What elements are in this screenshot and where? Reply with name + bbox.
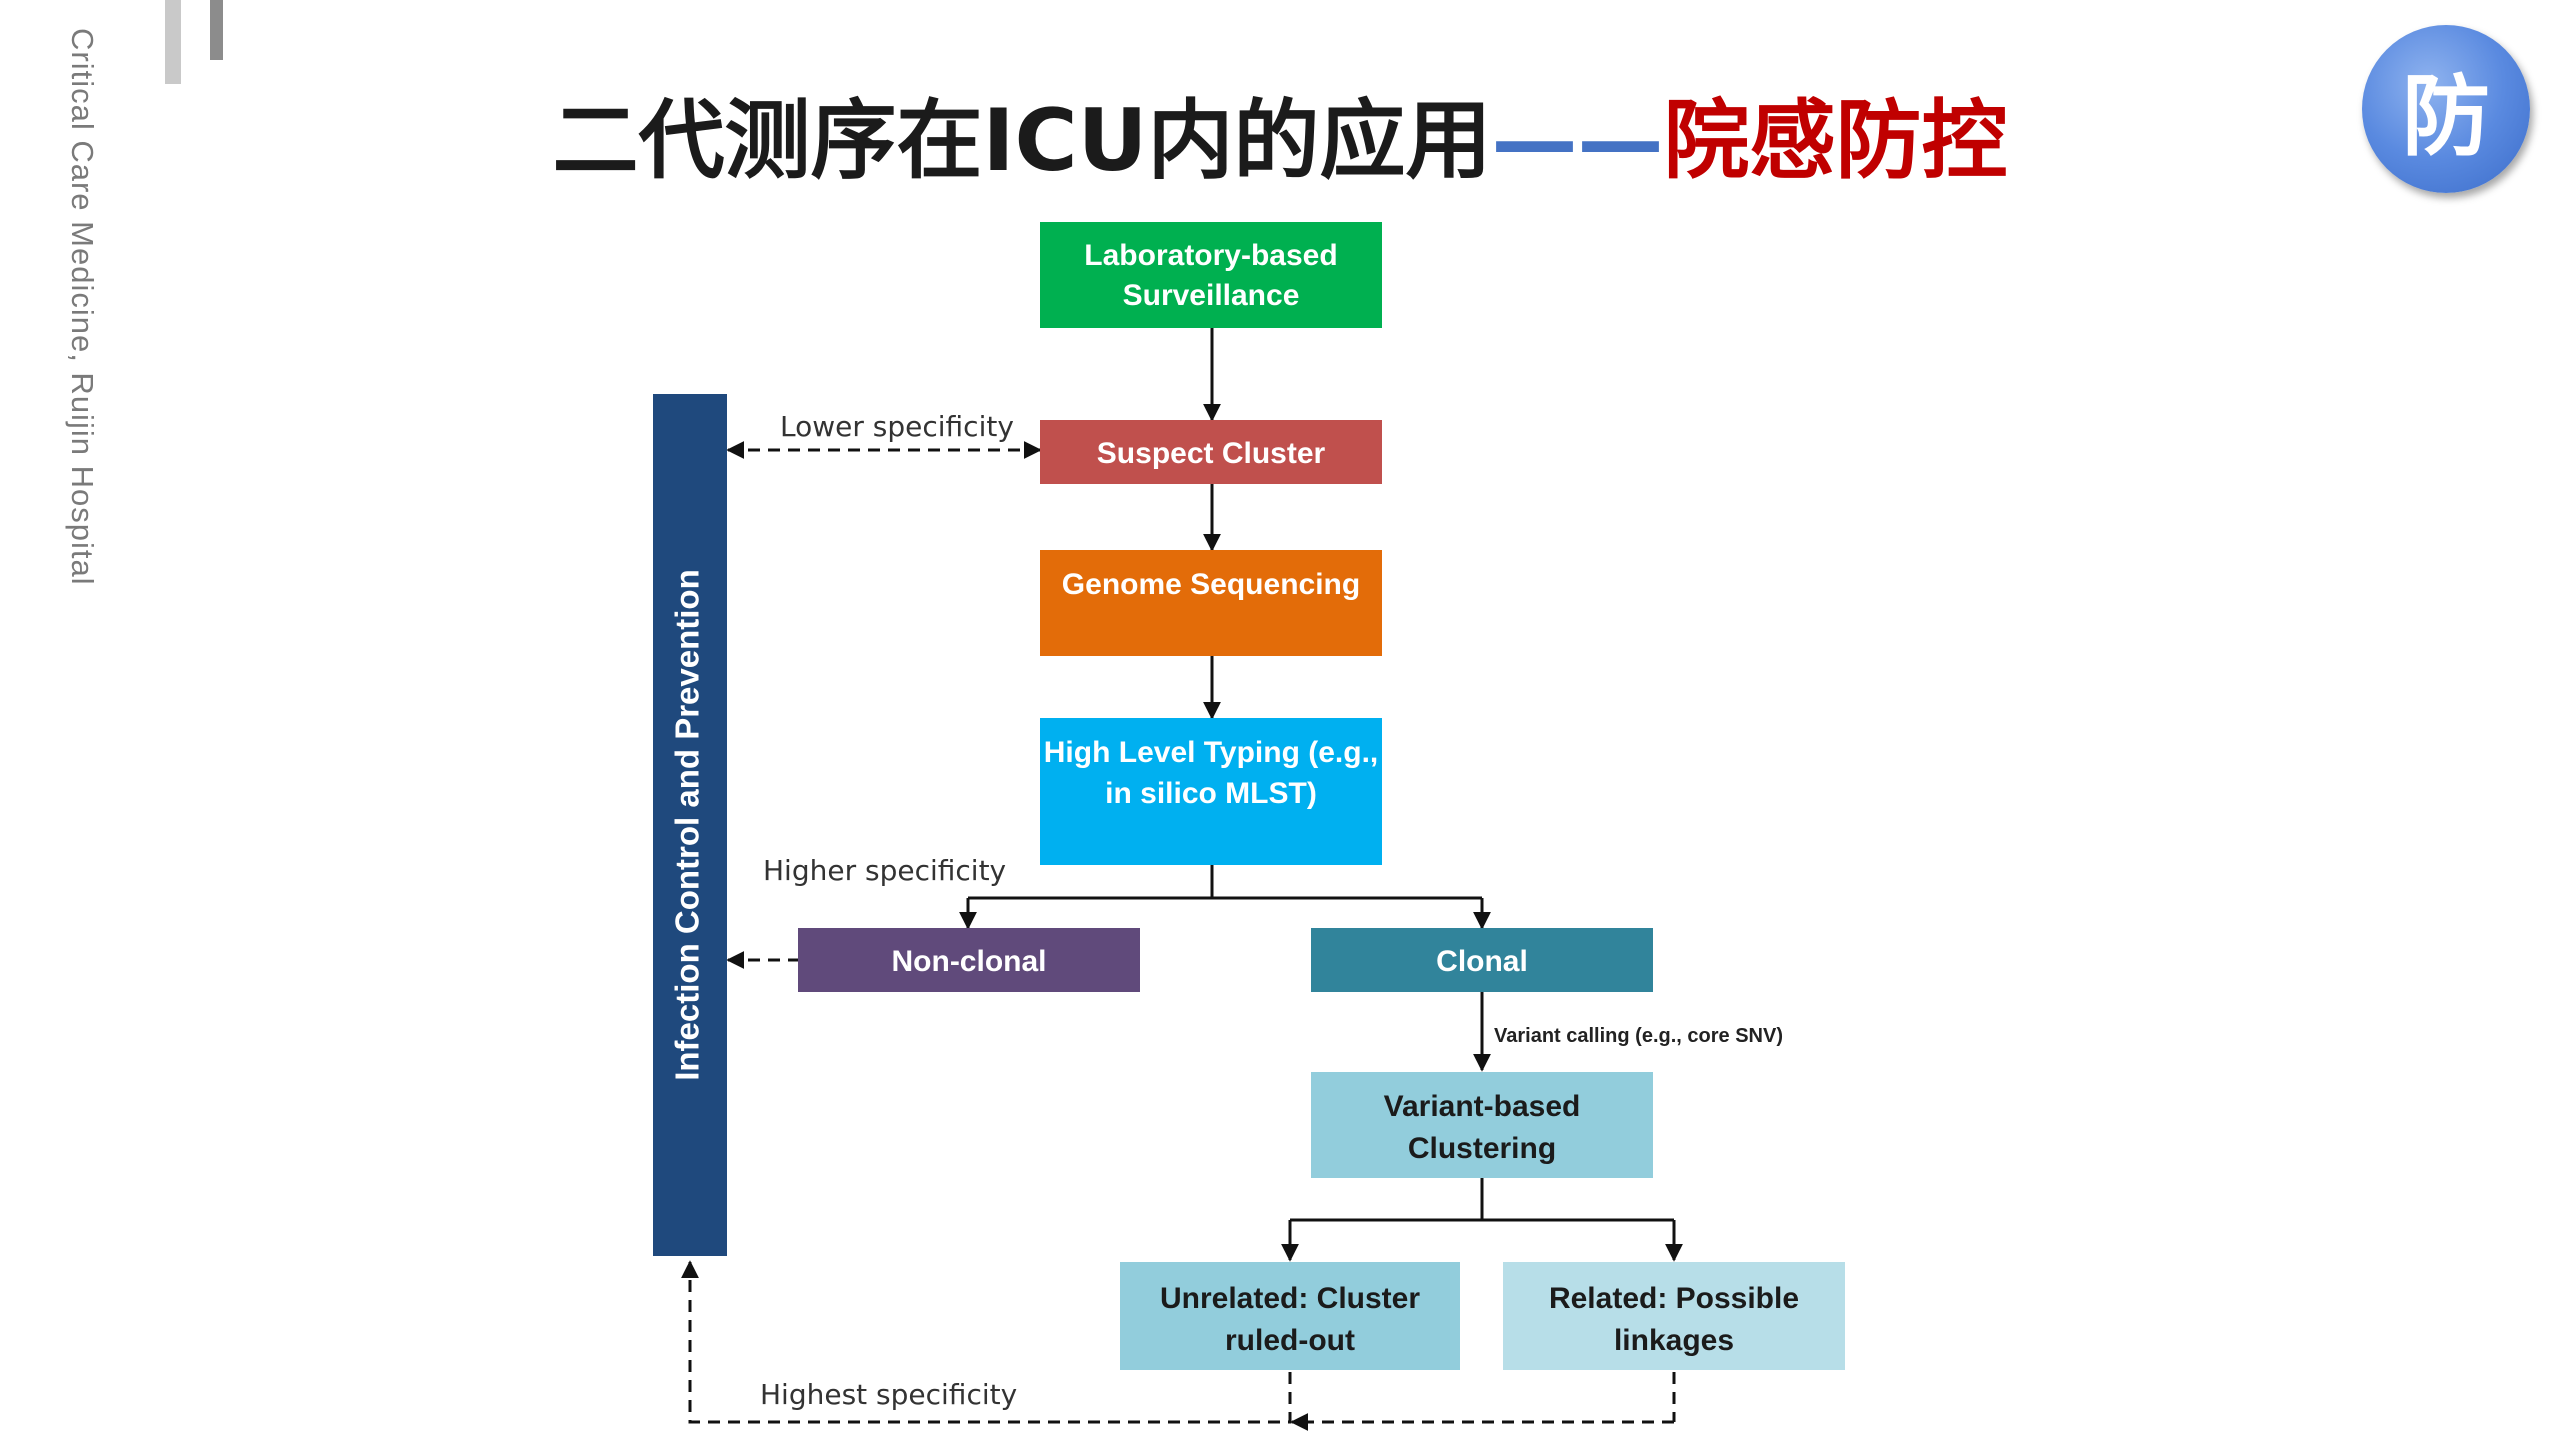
nonclonal-label: Non-clonal bbox=[892, 945, 1047, 978]
title-accent: 院感防控 bbox=[1663, 91, 2008, 191]
icp-rect bbox=[653, 394, 727, 1256]
related-line-2: linkages bbox=[1614, 1324, 1734, 1357]
box-variant-clustering: Variant-based Clustering bbox=[1311, 1072, 1653, 1178]
box-high-level-typing: High Level Typing (e.g., in silico MLST) bbox=[1040, 718, 1382, 865]
unrelated-line-2: ruled-out bbox=[1225, 1324, 1355, 1357]
box-non-clonal: Non-clonal bbox=[798, 928, 1140, 992]
clonal-label: Clonal bbox=[1436, 945, 1528, 978]
box-related: Related: Possible linkages bbox=[1503, 1262, 1845, 1370]
suspect-label: Suspect Cluster bbox=[1097, 437, 1326, 470]
genome-label: Genome Sequencing bbox=[1062, 568, 1360, 601]
icp-bar: Infection Control and Prevention bbox=[653, 394, 727, 1256]
typing-line-1: High Level Typing (e.g., bbox=[1044, 736, 1378, 769]
box-suspect-cluster: Suspect Cluster bbox=[1040, 420, 1382, 484]
box-lab-surveillance: Laboratory-based Surveillance bbox=[1040, 222, 1382, 328]
side-caption: Critical Care Medicine, Ruijin Hospital bbox=[65, 28, 100, 586]
box-unrelated: Unrelated: Cluster ruled-out bbox=[1120, 1262, 1460, 1370]
variant-line-2: Clustering bbox=[1408, 1132, 1556, 1165]
dashed-highest-loop bbox=[681, 1260, 1292, 1424]
corner-bar-light bbox=[165, 0, 181, 84]
variant-line-1: Variant-based bbox=[1384, 1090, 1581, 1123]
label-highest-specificity: Highest specificity bbox=[760, 1378, 1017, 1411]
typing-line-2: in silico MLST) bbox=[1105, 777, 1317, 810]
box-clonal: Clonal bbox=[1311, 928, 1653, 992]
label-lower-specificity: Lower specificity bbox=[780, 410, 1014, 443]
corner-bar-dark bbox=[210, 0, 223, 60]
lab-line-1: Laboratory-based bbox=[1084, 239, 1337, 272]
title-main: 二代测序在ICU内的应用 bbox=[552, 91, 1492, 191]
title-dash: —— bbox=[1491, 91, 1664, 191]
label-higher-specificity: Higher specificity bbox=[763, 854, 1006, 887]
badge-icon: 防 bbox=[2362, 25, 2530, 193]
lab-line-2: Surveillance bbox=[1123, 279, 1300, 312]
icp-label: Infection Control and Prevention bbox=[669, 569, 706, 1081]
page-title: 二代测序在ICU内的应用——院感防控 bbox=[0, 70, 2560, 195]
box-genome-sequencing: Genome Sequencing bbox=[1040, 550, 1382, 656]
label-variant-calling: Variant calling (e.g., core SNV) bbox=[1494, 1025, 1783, 1047]
related-line-1: Related: Possible bbox=[1549, 1282, 1799, 1315]
unrelated-line-1: Unrelated: Cluster bbox=[1160, 1282, 1420, 1315]
